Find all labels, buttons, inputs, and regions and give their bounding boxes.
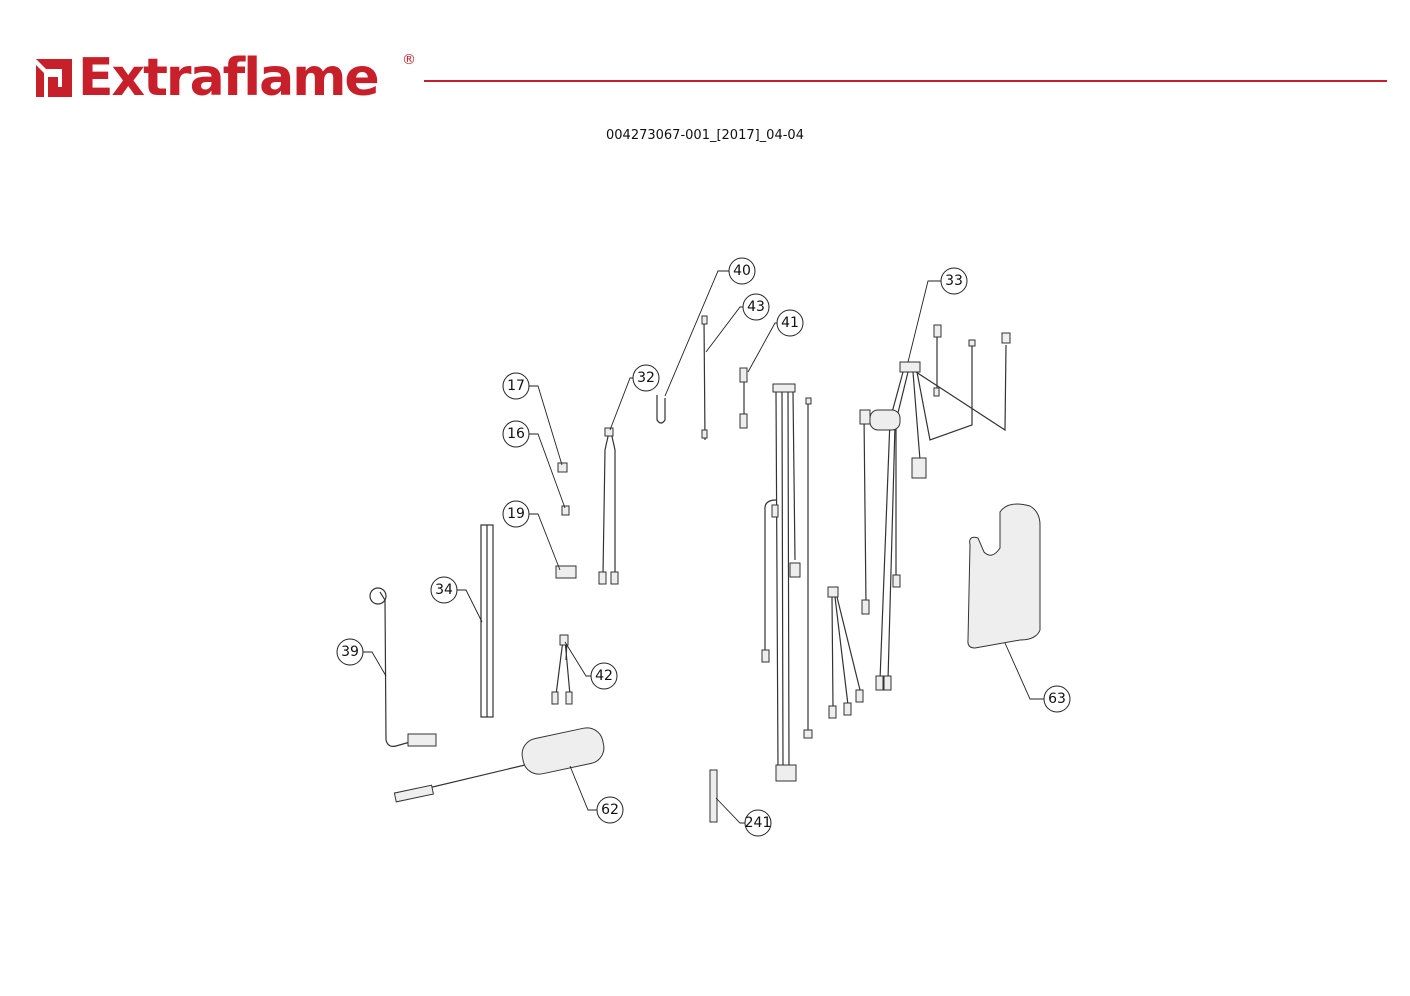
part-16-connector	[561, 505, 570, 516]
brand-name: Extraflame	[78, 48, 380, 108]
callout-39[interactable]: 39	[336, 638, 364, 666]
part-main-harness	[761, 383, 813, 782]
callout-43[interactable]: 43	[742, 293, 770, 321]
callout-label: 63	[1048, 691, 1066, 707]
callout-40[interactable]: 40	[728, 257, 756, 285]
header-rule	[424, 80, 1387, 82]
part-19-connector	[555, 565, 577, 579]
part-34-ribbon	[480, 524, 494, 718]
callout-label: 19	[507, 506, 525, 522]
part-241-strip	[709, 769, 718, 823]
part-42-cable	[551, 634, 573, 705]
part-43-cable	[701, 315, 708, 441]
extraflame-logo: Extraflame	[34, 48, 380, 108]
callout-label: 16	[507, 426, 525, 442]
part-40-clip	[656, 395, 666, 424]
callout-19[interactable]: 19	[502, 500, 530, 528]
callout-label: 43	[747, 299, 765, 315]
callout-63[interactable]: 63	[1043, 685, 1071, 713]
part-39-sensor-cable	[369, 587, 437, 747]
callout-label: 33	[945, 273, 963, 289]
callout-label: 42	[595, 668, 613, 684]
callout-label: 40	[733, 263, 751, 279]
part-33-harness	[859, 324, 1011, 691]
callout-41[interactable]: 41	[776, 309, 804, 337]
part-17-connector	[557, 462, 568, 473]
callout-17[interactable]: 17	[502, 372, 530, 400]
callout-42[interactable]: 42	[590, 662, 618, 690]
callout-label: 17	[507, 378, 525, 394]
callout-label: 241	[745, 815, 772, 831]
callout-label: 32	[637, 370, 655, 386]
part-63-insulation-panel	[967, 503, 1041, 649]
callout-16[interactable]: 16	[502, 420, 530, 448]
registered-mark: ®	[402, 52, 416, 68]
callout-32[interactable]: 32	[632, 364, 660, 392]
callout-33[interactable]: 33	[940, 267, 968, 295]
callout-241[interactable]: 241	[744, 809, 772, 837]
callout-label: 39	[341, 644, 359, 660]
callout-34[interactable]: 34	[430, 576, 458, 604]
callout-label: 34	[435, 582, 453, 598]
part-32-cable	[598, 427, 619, 585]
logo-mark-icon	[36, 59, 72, 97]
part-sensor-leads	[827, 586, 864, 719]
leader-lines	[363, 270, 1044, 824]
callout-62[interactable]: 62	[596, 796, 624, 824]
callout-label: 62	[601, 802, 619, 818]
callout-label: 41	[781, 315, 799, 331]
part-41-cable	[739, 367, 748, 429]
document-number: 004273067-001_[2017]_04-04	[606, 128, 804, 143]
part-62-capacitor	[393, 727, 605, 803]
